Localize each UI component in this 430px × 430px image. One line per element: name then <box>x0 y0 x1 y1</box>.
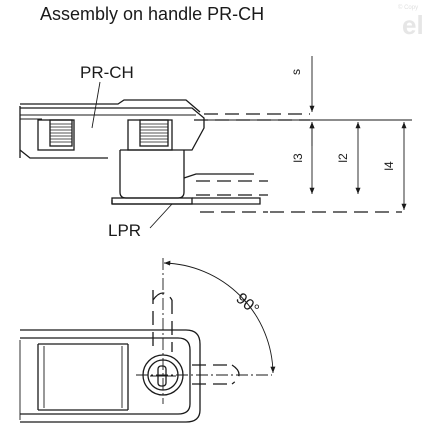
top-view <box>19 258 272 423</box>
watermark-logo: el <box>402 10 424 40</box>
label-pr-ch: PR-CH <box>80 63 134 82</box>
dimension-s: s <box>289 56 315 146</box>
dim-label-l2: l2 <box>336 153 350 163</box>
dimension-l3: l3 <box>291 122 315 194</box>
side-view <box>19 81 412 213</box>
angle-label: 90° <box>232 290 261 319</box>
dimension-l2: l2 <box>336 122 361 194</box>
clip-right-hatch <box>140 123 168 143</box>
pr-ch-leader <box>91 81 101 129</box>
dim-label-l4: l4 <box>382 161 396 171</box>
dim-label-s: s <box>289 69 303 75</box>
rotation-angle: 90° <box>163 260 276 374</box>
clip-left-hatch <box>50 123 72 143</box>
lpr-leader <box>149 203 173 229</box>
dim-label-l3: l3 <box>291 153 305 163</box>
watermark: © Copy el <box>398 4 424 40</box>
dimension-l4: l4 <box>382 122 407 210</box>
watermark-copy: © Copy <box>398 4 418 11</box>
diagram-title: Assembly on handle PR-CH <box>40 4 264 24</box>
label-lpr: LPR <box>108 221 141 240</box>
